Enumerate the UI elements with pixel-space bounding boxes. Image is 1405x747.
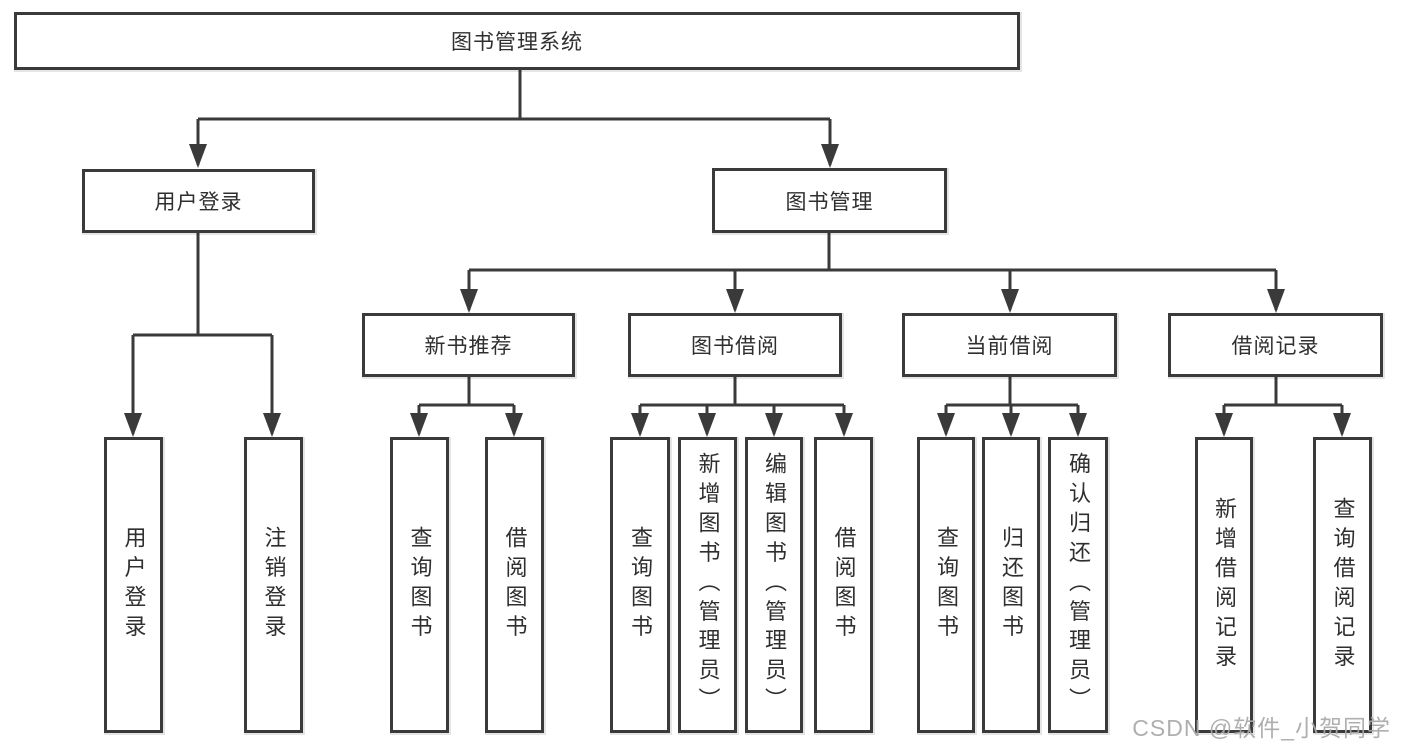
node-book-management: 图书管理 xyxy=(712,168,947,233)
node-library-system: 图书管理系统 xyxy=(14,12,1020,70)
node-leaf-return-books: 归还图书 xyxy=(982,437,1040,733)
node-current-borrowing: 当前借阅 xyxy=(902,313,1117,377)
node-leaf-query-books-1: 查询图书 xyxy=(390,437,449,733)
node-leaf-add-books-admin: 新增图书（管理员） xyxy=(678,437,737,733)
node-leaf-edit-books-admin: 编辑图书（管理员） xyxy=(745,437,803,733)
connector-user-login-to-leaves xyxy=(131,233,274,434)
node-leaf-user-login: 用户登录 xyxy=(104,437,163,733)
connector-new-book-to-leaves xyxy=(417,377,516,434)
connector-root-to-level2 xyxy=(196,70,832,165)
arrowheads xyxy=(124,144,1351,437)
node-leaf-query-borrow-record: 查询借阅记录 xyxy=(1313,437,1372,733)
node-leaf-borrow-books-2: 借阅图书 xyxy=(814,437,873,733)
connector-book-mgmt-to-level3 xyxy=(467,233,1278,310)
connector-records-to-leaves xyxy=(1222,377,1344,434)
node-borrow-records: 借阅记录 xyxy=(1168,313,1383,377)
csdn-watermark: CSDN @软件_小贺同学 xyxy=(1132,715,1391,741)
node-leaf-confirm-return-admin: 确认归还（管理员） xyxy=(1048,437,1108,733)
node-leaf-query-books-3: 查询图书 xyxy=(917,437,975,733)
node-new-book-recommend: 新书推荐 xyxy=(362,313,575,377)
node-leaf-logout: 注销登录 xyxy=(244,437,303,733)
node-leaf-borrow-books-1: 借阅图书 xyxy=(485,437,544,733)
connector-borrowing-to-leaves xyxy=(638,377,846,434)
node-user-login: 用户登录 xyxy=(82,169,315,233)
node-book-borrowing: 图书借阅 xyxy=(628,313,842,377)
node-leaf-query-books-2: 查询图书 xyxy=(610,437,670,733)
node-leaf-add-borrow-record: 新增借阅记录 xyxy=(1195,437,1253,733)
